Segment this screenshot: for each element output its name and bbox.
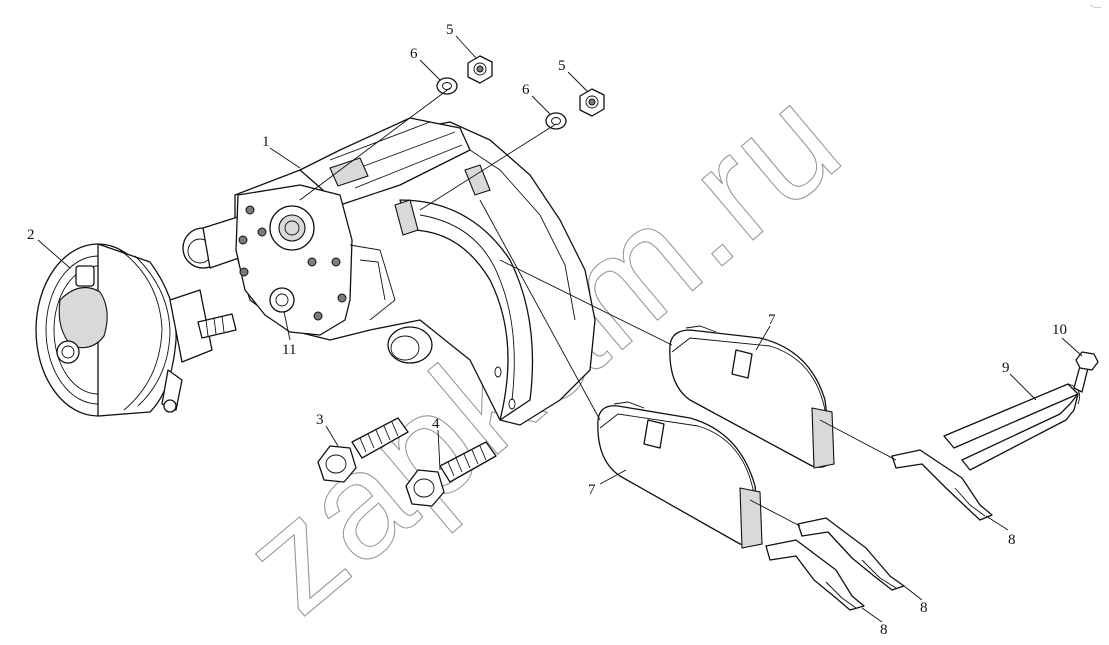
caliper-housing xyxy=(182,117,596,426)
nut-5-upper xyxy=(467,55,493,84)
pad-spring-middle xyxy=(797,517,905,591)
bolt-3 xyxy=(317,417,409,483)
callout-3: 3 xyxy=(316,412,324,428)
brake-chamber xyxy=(35,243,237,417)
callout-9: 9 xyxy=(1002,360,1010,376)
callout-6-lower: 6 xyxy=(522,82,530,98)
callout-11: 11 xyxy=(282,342,296,358)
retaining-bolt xyxy=(1073,351,1099,393)
retaining-bar xyxy=(943,383,1081,471)
callout-7-lower: 7 xyxy=(588,482,596,498)
callout-8-left: 8 xyxy=(880,622,888,638)
leader-lines xyxy=(37,35,1083,623)
callout-7-upper: 7 xyxy=(768,312,776,328)
callout-labels: 1 2 3 4 5 5 6 6 7 7 8 8 8 9 10 11 xyxy=(27,22,1067,638)
callout-8-middle: 8 xyxy=(920,600,928,616)
callout-8-right: 8 xyxy=(1008,532,1016,548)
brake-pad-upper xyxy=(669,325,835,469)
brake-pad-lower xyxy=(597,401,763,549)
callout-6-upper: 6 xyxy=(410,46,418,62)
callout-2: 2 xyxy=(27,227,35,243)
pad-spring-right xyxy=(891,449,993,521)
callout-4: 4 xyxy=(432,416,440,432)
nut-5-lower xyxy=(579,88,605,117)
bolt-4 xyxy=(405,441,497,507)
corner-mark: ᐩ— xyxy=(1090,3,1101,12)
callout-5-lower: 5 xyxy=(558,58,566,74)
callout-5-upper: 5 xyxy=(446,22,454,38)
callout-1: 1 xyxy=(262,134,270,150)
washer-6-upper xyxy=(436,77,458,95)
callout-10: 10 xyxy=(1052,322,1067,338)
pad-spring-left xyxy=(765,539,865,611)
washer-6-lower xyxy=(545,112,567,130)
